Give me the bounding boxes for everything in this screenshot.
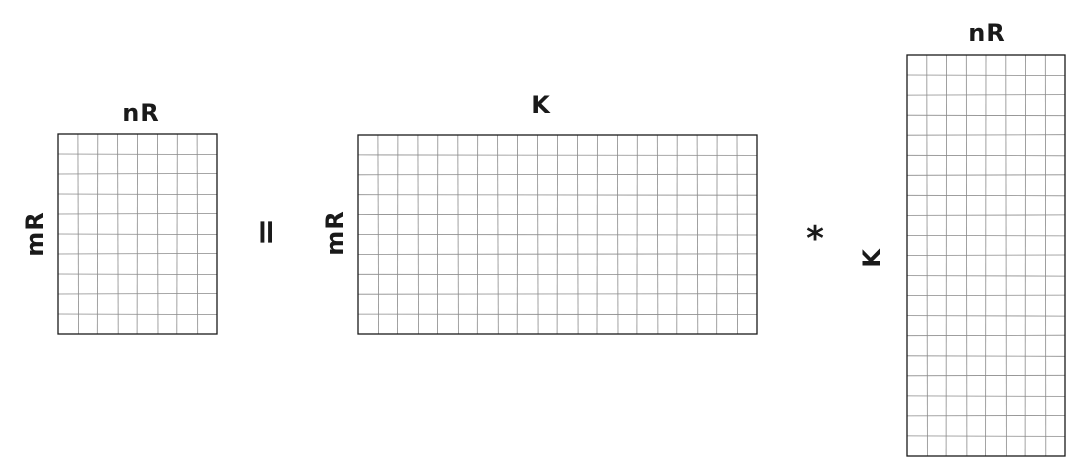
grid-row-line — [906, 315, 1066, 317]
grid-row-line — [357, 234, 758, 236]
right-operand-matrix-grid — [906, 54, 1066, 457]
result-matrix-top-label: nR — [122, 99, 160, 127]
grid-row-line — [906, 395, 1066, 397]
grid-row-line — [357, 293, 758, 295]
grid-row-line — [906, 355, 1066, 357]
grid-column-line — [196, 133, 199, 335]
grid-row-line — [906, 414, 1066, 417]
left-operand-top-label: K — [531, 91, 551, 119]
grid-column-line — [736, 134, 738, 335]
grid-row-line — [357, 154, 758, 156]
multiply-operator: * — [806, 219, 824, 259]
right-operand-side-label: K — [858, 248, 886, 268]
grid-row-line — [906, 214, 1066, 216]
result-matrix — [57, 133, 218, 335]
grid-row-line — [906, 114, 1066, 117]
result-matrix-grid — [57, 133, 218, 335]
right-operand-matrix-border — [906, 54, 1066, 457]
grid-row-line — [357, 273, 758, 276]
grid-row-line — [906, 234, 1066, 237]
left-operand-matrix-grid — [357, 134, 758, 335]
grid-row-line — [357, 213, 758, 216]
grid-row-line — [57, 153, 218, 155]
grid-row-line — [906, 134, 1066, 136]
left-operand-matrix-border — [357, 134, 758, 335]
grid-row-line — [906, 275, 1066, 277]
grid-row-line — [357, 313, 758, 316]
left-operand-matrix — [357, 134, 758, 335]
grid-row-line — [906, 435, 1066, 437]
grid-row-line — [57, 293, 218, 295]
grid-row-line — [906, 174, 1066, 176]
grid-row-line — [906, 254, 1066, 256]
grid-row-line — [57, 213, 218, 215]
result-matrix-side-label: mR — [21, 211, 49, 257]
grid-row-line — [357, 253, 758, 255]
right-operand-matrix — [906, 54, 1066, 457]
grid-row-line — [906, 294, 1066, 297]
grid-row-line — [906, 94, 1066, 96]
grid-row-line — [57, 313, 218, 315]
grid-column-line — [1044, 54, 1047, 457]
grid-column-line — [696, 134, 699, 335]
result-matrix-border — [57, 133, 218, 335]
grid-row-line — [57, 173, 218, 175]
grid-row-line — [357, 194, 758, 196]
left-operand-side-label: mR — [321, 210, 349, 256]
grid-row-line — [906, 334, 1066, 337]
grid-row-line — [57, 193, 218, 195]
grid-row-line — [57, 273, 218, 275]
grid-row-line — [906, 154, 1066, 157]
grid-row-line — [57, 253, 218, 255]
equals-operator: = — [246, 218, 286, 247]
grid-row-line — [57, 233, 218, 235]
right-operand-top-label: nR — [968, 19, 1006, 47]
grid-row-line — [357, 173, 758, 176]
grid-row-line — [906, 74, 1066, 76]
grid-row-line — [906, 194, 1066, 197]
grid-row-line — [906, 374, 1066, 377]
